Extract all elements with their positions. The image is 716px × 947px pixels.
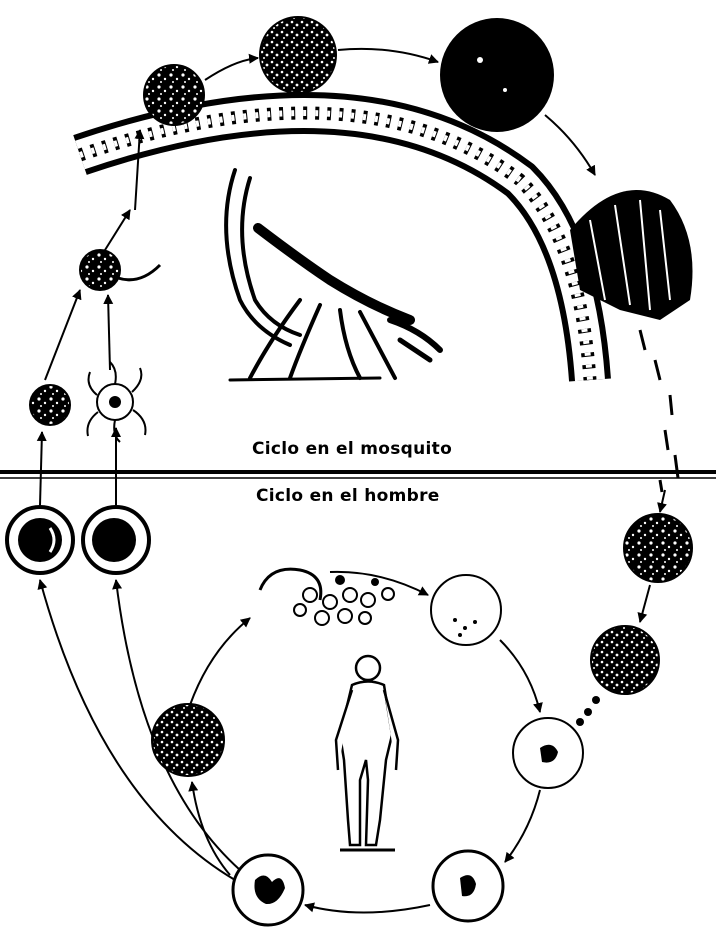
sporozoites xyxy=(640,330,678,492)
gametocyte-left xyxy=(7,507,73,573)
oocyst-growing xyxy=(260,17,336,93)
merozoites-released xyxy=(260,569,394,625)
oocyst-mature xyxy=(440,18,554,132)
rbc-early-ring xyxy=(431,575,501,645)
ookinete xyxy=(80,250,160,290)
mosquito-icon xyxy=(226,170,440,380)
cycle-divider xyxy=(0,472,716,478)
rbc-amoeboid xyxy=(433,851,503,921)
rbc-schizont xyxy=(233,855,303,925)
gametocyte-right xyxy=(83,507,149,573)
human-cycle-label: Ciclo en el hombre xyxy=(256,486,440,506)
rbc-trophozoite xyxy=(513,718,583,788)
liver-schizont xyxy=(576,626,659,726)
oocyst-young xyxy=(144,65,204,125)
rbc-mature-schizont xyxy=(152,704,224,776)
macrogamete xyxy=(30,385,70,425)
stomach-wall xyxy=(80,113,590,380)
mosquito-cycle-label: Ciclo en el mosquito xyxy=(252,439,452,459)
human-figure-icon xyxy=(336,656,398,850)
liver-cell-infected xyxy=(624,514,692,582)
gametocyte-to-mosquito-arrows xyxy=(40,428,116,505)
